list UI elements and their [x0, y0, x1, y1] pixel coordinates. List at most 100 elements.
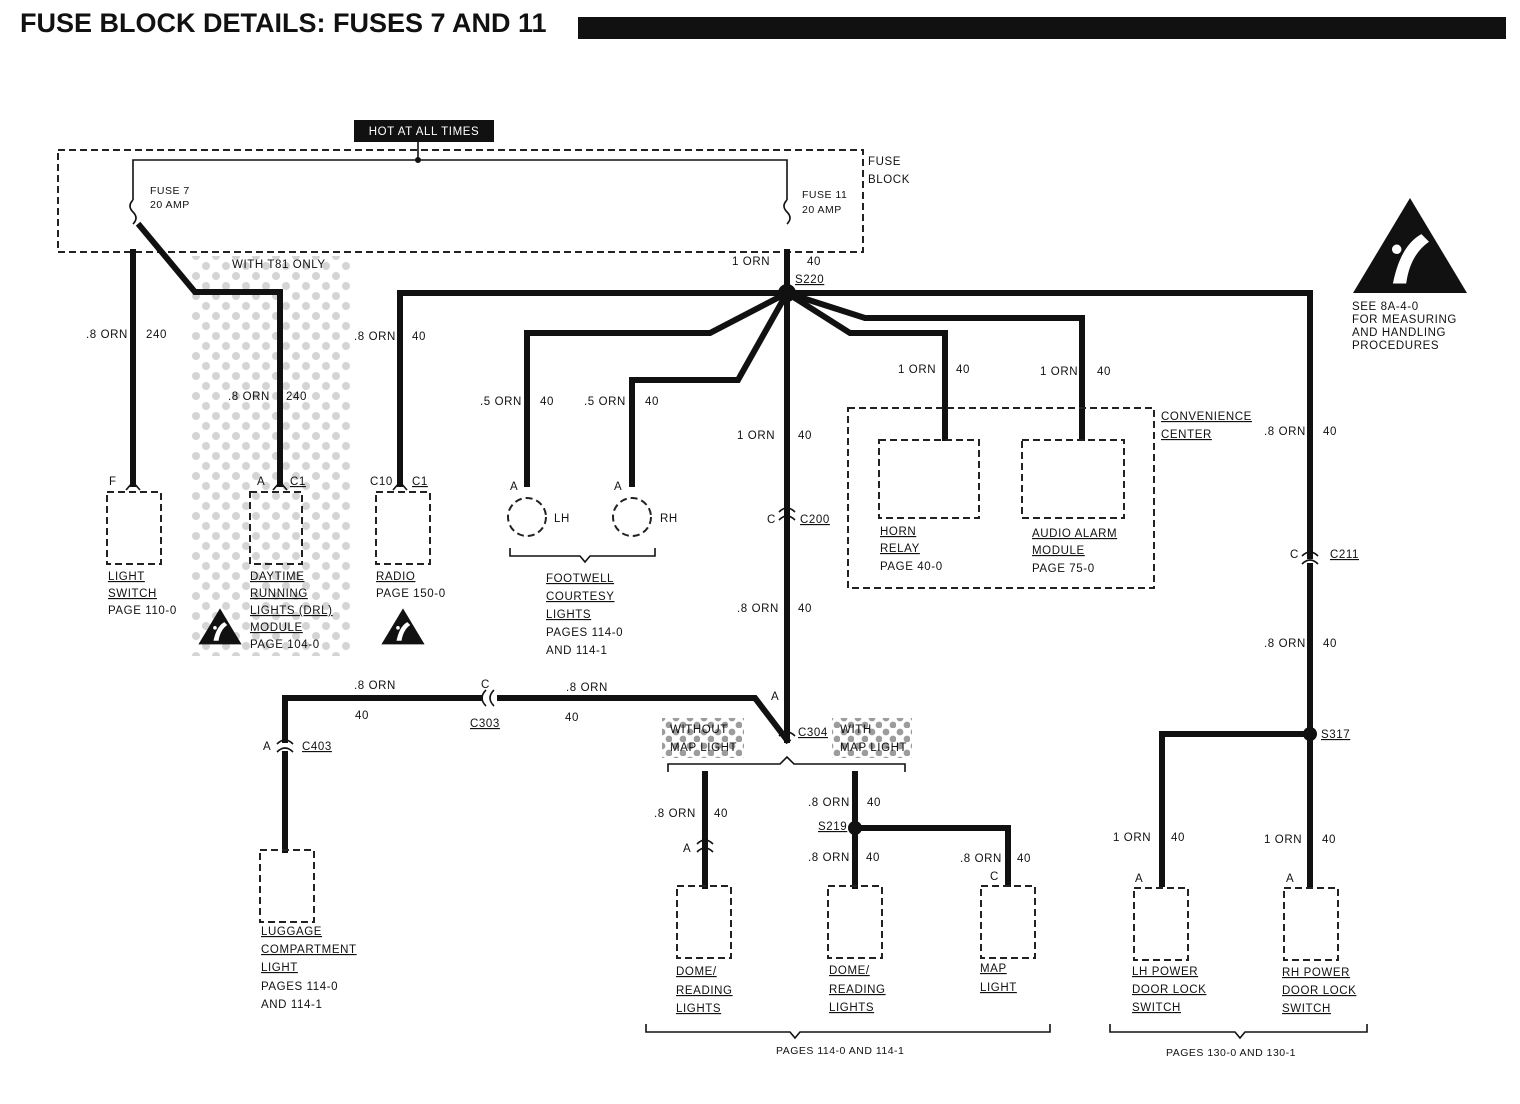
dome2-box: [827, 885, 883, 959]
wire-circuit-s219-top: 40: [867, 797, 881, 809]
lh-lock-label-2: DOOR LOCK: [1132, 984, 1206, 996]
wire-label-lug-r: .8 ORN: [566, 682, 608, 694]
dome1-label-1: DOME/: [676, 966, 717, 978]
rh-lock-label-2: DOOR LOCK: [1282, 985, 1356, 997]
svg-text:HOT AT ALL TIMES: HOT AT ALL TIMES: [369, 126, 480, 138]
fuse-7-rating: 20 AMP: [150, 199, 190, 211]
wire-label-c200-bot: .8 ORN: [737, 603, 779, 615]
dome2-label-2: READING: [829, 984, 886, 996]
lh-footwell-bulb: [507, 497, 547, 537]
wire-label-c211-top: .8 ORN: [1264, 426, 1306, 438]
with-map-tag: [832, 718, 912, 758]
wire-lh-lock: [1159, 731, 1313, 887]
dome-page-ref: PAGES 114-0 AND 114-1: [776, 1045, 904, 1057]
wire-label-240a: .8 ORN: [86, 329, 128, 341]
luggage-label-2: COMPARTMENT: [261, 944, 357, 956]
wire-c211: [784, 290, 1313, 559]
wire-circuit-lhlock: 40: [1171, 832, 1185, 844]
lh-lock-box: [1133, 887, 1189, 961]
c304-label: C304: [798, 727, 828, 739]
rh-label: RH: [660, 513, 678, 525]
rh-footwell-bulb: [612, 497, 652, 537]
c200-pin: C: [767, 514, 776, 526]
wire-label-240b: .8 ORN: [228, 391, 270, 403]
lh-lock-label-3: SWITCH: [1132, 1002, 1181, 1014]
luggage-light-box: [259, 849, 315, 923]
drl-pin: A: [257, 476, 265, 488]
rhlock-pin: A: [1286, 873, 1294, 885]
wire-circuit-s220: 40: [807, 256, 821, 268]
horn-page: PAGE 40-0: [880, 561, 943, 573]
drl-module-box: [249, 491, 303, 565]
radio-page: PAGE 150-0: [376, 588, 446, 600]
wire-circuit-radio: 40: [412, 331, 426, 343]
wire-circuit-dome1: 40: [714, 808, 728, 820]
map-light-box: [980, 885, 1036, 959]
dome1-box: [676, 885, 732, 959]
horn-label-1: HORN: [880, 526, 916, 538]
wire-label-map: .8 ORN: [960, 853, 1002, 865]
convenience-label-2: CENTER: [1161, 429, 1212, 441]
wire-circuit-rhlock: 40: [1322, 834, 1336, 846]
wire-circuit-c200-top: 40: [798, 430, 812, 442]
wire-label-lhlock: 1 ORN: [1113, 832, 1151, 844]
wire-luggage-right: [497, 695, 792, 745]
c211-label: C211: [1330, 549, 1359, 561]
splice-s220-label: S220: [795, 274, 824, 286]
without-map-label-2: MAP LIGHT: [670, 742, 737, 754]
wire-radio: [397, 290, 790, 487]
convenience-label-1: CONVENIENCE: [1161, 411, 1252, 423]
rh-light-pin: A: [614, 481, 622, 493]
lh-label: LH: [554, 513, 570, 525]
splice-s219-label: S219: [818, 821, 847, 833]
light-switch-box: [106, 491, 162, 565]
wire-map-light: [852, 825, 1011, 887]
wire-circuit-lug-l: 40: [355, 710, 369, 722]
esd-warning-icon: [1353, 198, 1467, 293]
radio-label: RADIO: [376, 571, 415, 583]
hot-at-all-times-label: HOT AT ALL TIMES: [354, 120, 494, 142]
audio-alarm-box: [1021, 439, 1125, 519]
rh-lock-label-1: RH POWER: [1282, 967, 1350, 979]
wire-drl: [135, 221, 283, 487]
splice-s317-label: S317: [1321, 729, 1350, 741]
rh-lock-label-3: SWITCH: [1282, 1003, 1331, 1015]
drl-label-3: LIGHTS (DRL): [250, 605, 333, 617]
audio-page: PAGE 75-0: [1032, 563, 1095, 575]
wire-circuit-map: 40: [1017, 853, 1031, 865]
horn-label-2: RELAY: [880, 543, 920, 555]
wire-circuit-audio: 40: [1097, 366, 1111, 378]
wire-label-radio: .8 ORN: [354, 331, 396, 343]
lhlock-pin: A: [1135, 873, 1143, 885]
wire-label-audio: 1 ORN: [1040, 366, 1078, 378]
wire-luggage-left: [282, 695, 483, 743]
wire-circuit-horn: 40: [956, 364, 970, 376]
fuse-7-label: FUSE 7: [150, 185, 190, 197]
fuse-block-label-2: BLOCK: [868, 174, 910, 186]
wire-circuit-rh: 40: [645, 396, 659, 408]
wire-horn: [782, 288, 948, 441]
c403-pin: A: [263, 741, 271, 753]
fuse-11-label: FUSE 11: [802, 189, 847, 201]
esd-note-4: PROCEDURES: [1352, 340, 1439, 352]
fuse-block: [57, 149, 864, 253]
audio-label-1: AUDIO ALARM: [1032, 528, 1117, 540]
wire-circuit-c211-top: 40: [1323, 426, 1337, 438]
wire-audio: [783, 289, 1085, 441]
without-map-label-1: WITHOUT: [670, 724, 728, 736]
wire-circuit-240a: 240: [146, 329, 167, 341]
map-label-1: MAP: [980, 963, 1007, 975]
lh-light-pin: A: [510, 481, 518, 493]
esd-radio-icon: [381, 608, 425, 645]
map-pin: C: [990, 871, 999, 883]
drl-label-1: DAYTIME: [250, 571, 304, 583]
without-map-tag: [662, 718, 744, 758]
fuse-11-rating: 20 AMP: [802, 204, 842, 216]
fuse-block-label: FUSE: [868, 156, 901, 168]
luggage-page-2: AND 114-1: [261, 999, 322, 1011]
c211-pin: C: [1290, 549, 1299, 561]
wire-circuit-lug-r: 40: [565, 712, 579, 724]
drl-page: PAGE 104-0: [250, 639, 320, 651]
radio-pin: C10: [370, 476, 393, 488]
dome1-label-3: LIGHTS: [676, 1003, 721, 1015]
